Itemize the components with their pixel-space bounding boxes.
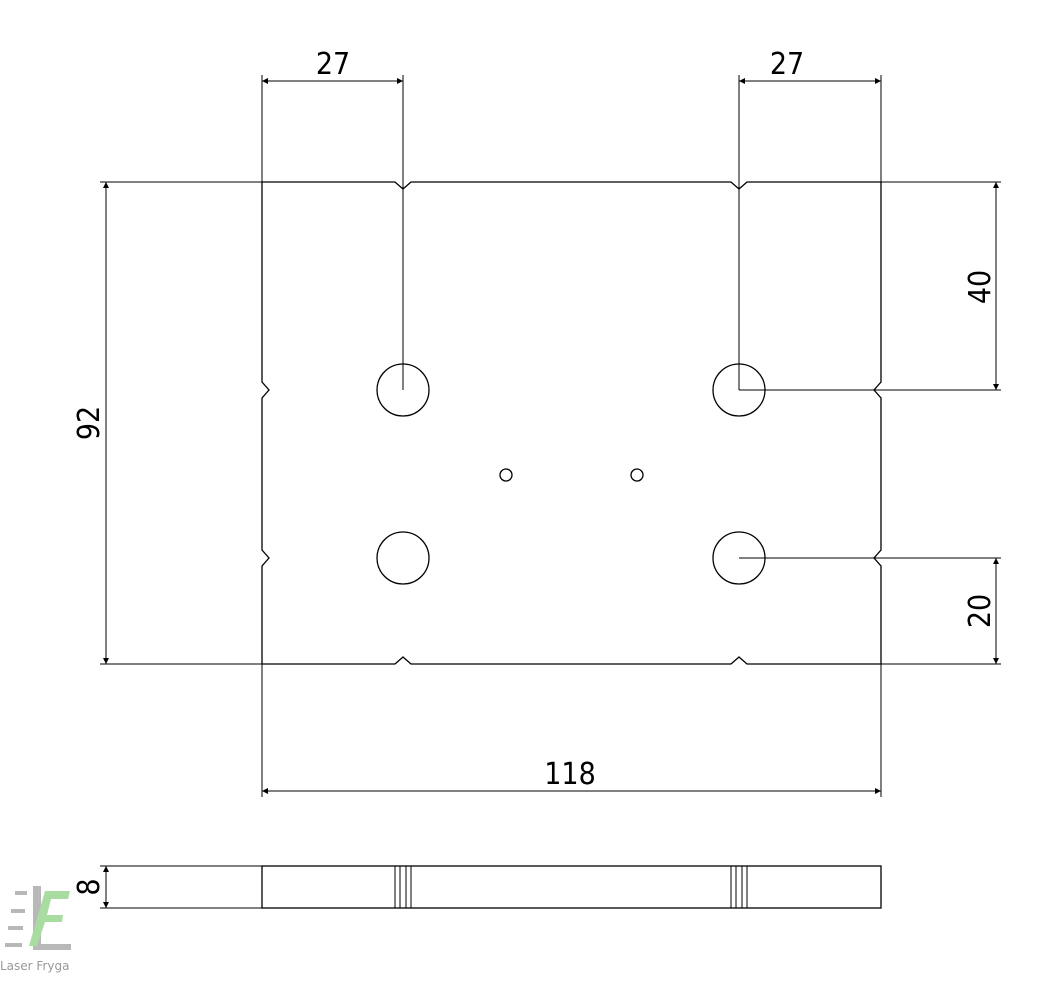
svg-text:27: 27 [316,47,350,82]
dimension-width: 118 [261,664,882,797]
small-hole [630,468,644,482]
dimension-top-left: 27 [261,47,404,390]
svg-text:92: 92 [72,406,107,440]
svg-text:118: 118 [544,757,596,792]
plate-outline [261,181,882,665]
side-view: 8 [72,865,882,909]
laser-fryga-logo: Laser Fryga [0,886,71,973]
svg-text:40: 40 [963,270,998,304]
small-hole [499,468,513,482]
svg-text:27: 27 [770,47,804,82]
dimension-right-lower: 20 [739,557,1001,665]
svg-text:Laser Fryga: Laser Fryga [0,959,69,973]
svg-text:20: 20 [963,594,998,628]
dimension-height: 92 [72,181,262,665]
dimension-thickness: 8 [72,878,107,895]
dimension-top-right: 27 [738,47,882,390]
mounting-hole [376,531,430,585]
dimension-right-upper: 40 [739,181,1001,391]
